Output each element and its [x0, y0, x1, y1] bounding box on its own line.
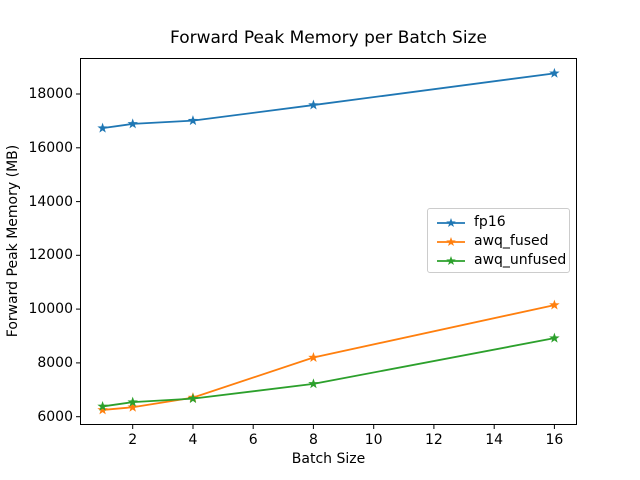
y-tick-label: 18000 — [28, 86, 73, 103]
legend-label: awq_fused — [474, 232, 549, 249]
series-line-awq_unfused — [102, 337, 555, 408]
y-tick-label: 10000 — [28, 301, 73, 318]
data-point-star-icon — [308, 378, 319, 389]
legend-line-star-icon — [436, 234, 466, 248]
y-tick-label: 6000 — [37, 408, 73, 425]
x-tick-label: 16 — [545, 432, 564, 448]
data-point-star-icon — [127, 118, 138, 129]
legend-line-star-icon — [436, 215, 466, 229]
y-tick-label: 14000 — [28, 193, 73, 210]
legend-item-fp16: fp16 — [436, 212, 561, 231]
data-point-star-icon — [127, 401, 138, 412]
data-point-star-icon — [549, 332, 560, 343]
x-tick-label: 10 — [364, 432, 383, 448]
x-tick-label: 14 — [485, 432, 504, 448]
legend-item-awq-unfused: awq_unfused — [436, 250, 566, 269]
legend-label: awq_unfused — [474, 251, 567, 268]
x-axis-label: Batch Size — [291, 451, 366, 467]
legend-line-star-icon — [436, 253, 466, 267]
data-point-star-icon — [97, 122, 108, 133]
data-point-star-icon — [549, 299, 560, 310]
legend-label: fp16 — [474, 213, 506, 230]
data-point-star-icon — [549, 67, 560, 78]
data-point-star-icon — [127, 396, 138, 407]
y-tick-label: 16000 — [28, 139, 73, 156]
x-tick-label: 8 — [308, 432, 318, 448]
legend-item-awq-fused: awq_fused — [436, 231, 561, 250]
x-tick-label: 6 — [248, 432, 258, 448]
legend: fp16 awq_fused awq_unfused — [427, 208, 570, 273]
data-point-star-icon — [97, 404, 108, 415]
x-tick-label: 12 — [425, 432, 443, 448]
x-tick-label: 4 — [188, 432, 198, 448]
x-tick-label: 2 — [128, 432, 138, 448]
data-point-star-icon — [308, 352, 319, 362]
data-point-star-icon — [187, 115, 199, 126]
data-point-star-icon — [97, 400, 108, 411]
chart-title: Forward Peak Memory per Batch Size — [170, 28, 487, 48]
data-point-star-icon — [308, 99, 319, 110]
y-tick-label: 12000 — [28, 247, 73, 264]
series-line-fp16 — [102, 72, 555, 130]
data-point-star-icon — [187, 393, 199, 404]
y-tick-label: 8000 — [37, 354, 73, 371]
series-line-awq_fused — [102, 304, 555, 411]
